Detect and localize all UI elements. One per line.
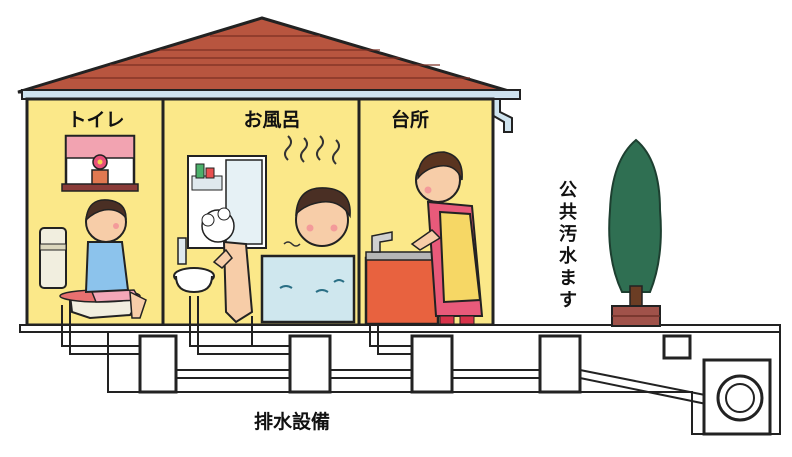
basin-icon	[173, 237, 215, 294]
public-sewer-basin	[702, 358, 772, 436]
bath-label: お風呂	[243, 109, 300, 131]
label-char-4: 水	[559, 245, 578, 267]
person-icon	[84, 199, 147, 319]
inspection-chambers	[138, 334, 692, 394]
kitchen-label: 台所	[391, 108, 429, 131]
sink-icon	[364, 231, 440, 326]
label-char-5: ま	[559, 268, 577, 289]
toilet-label: トイレ	[67, 109, 124, 131]
person-icon	[410, 151, 484, 325]
tree-icon	[608, 138, 662, 327]
steam-icon	[284, 135, 340, 165]
public-sewer-basin-label: 公 共 汚 水 ま す	[559, 180, 578, 311]
house-roof	[17, 16, 513, 94]
label-char-3: 汚	[559, 224, 577, 245]
label-char-2: 共	[559, 202, 577, 223]
label-char-6: す	[559, 290, 577, 311]
drain-pipes	[61, 296, 721, 407]
child-showering	[201, 207, 254, 324]
foundation-outline	[107, 332, 781, 435]
label-char-1: 公	[559, 180, 577, 201]
flower-pot-icon	[91, 154, 109, 185]
ground	[19, 324, 781, 333]
drainage-equipment-label: 排水設備	[254, 410, 330, 433]
bathtub-icon	[260, 187, 356, 324]
downspout	[491, 98, 513, 133]
